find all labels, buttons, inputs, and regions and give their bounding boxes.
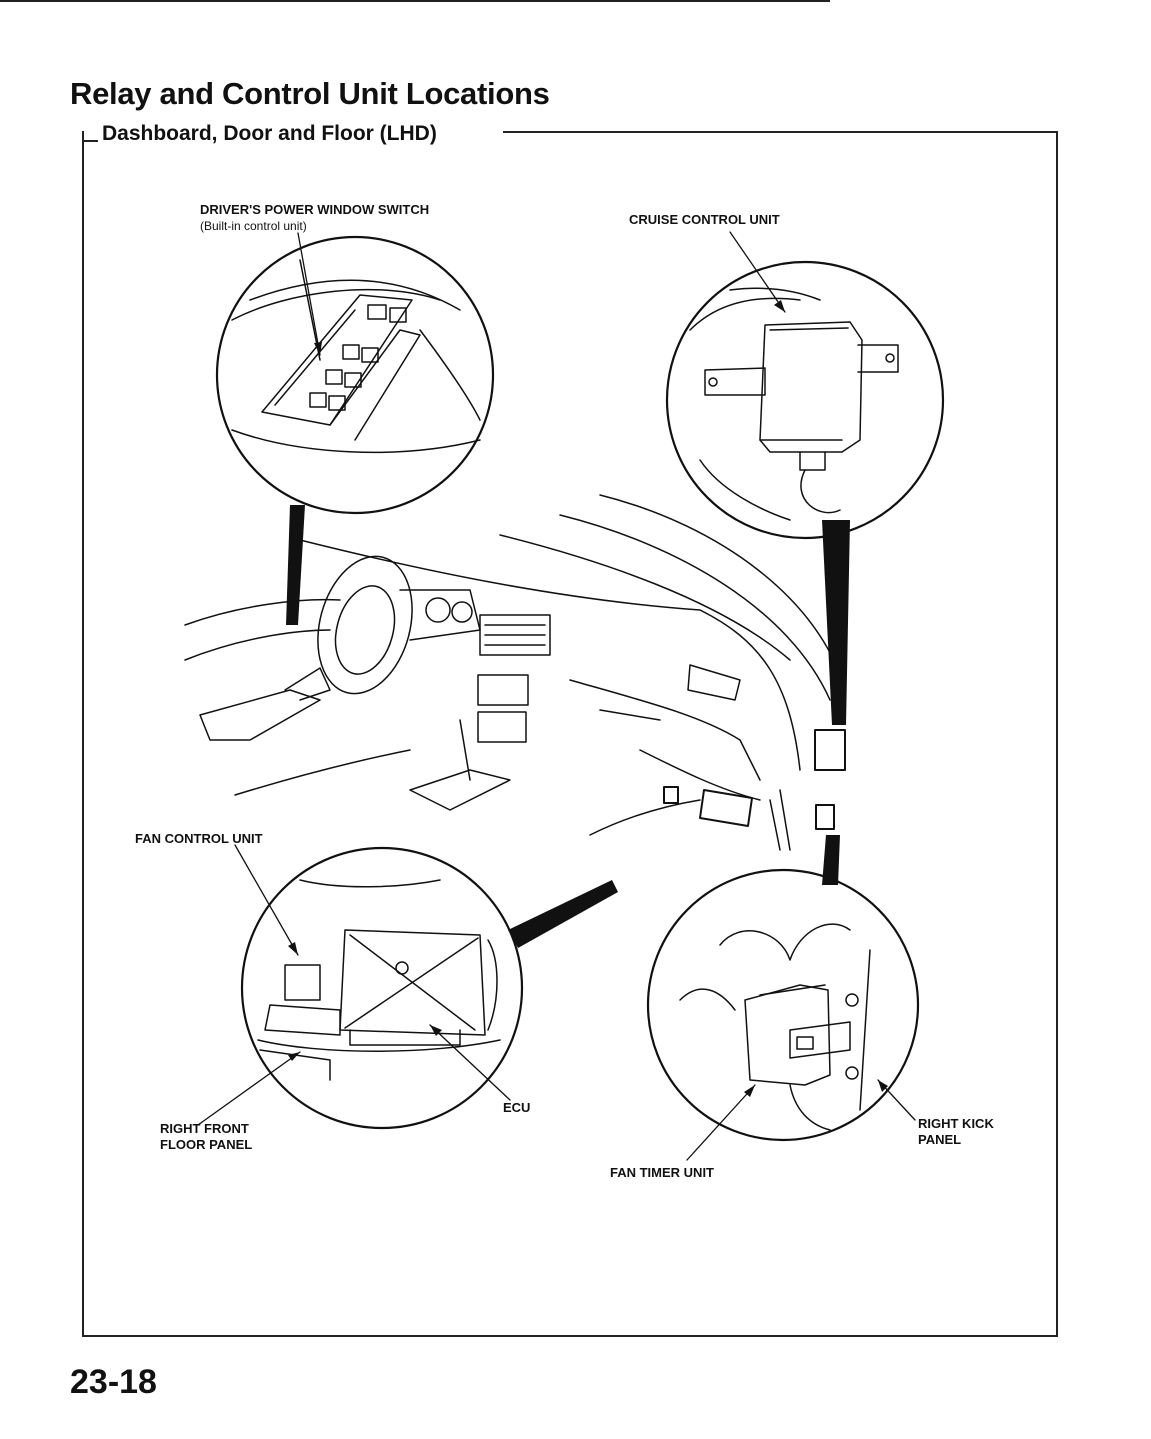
leader-lines — [197, 231, 916, 1161]
frame-top-right-rule — [503, 131, 1058, 133]
cruise-control-unit-detail — [665, 260, 945, 540]
right-front-floor-panel-label: RIGHT FRONT FLOOR PANEL — [160, 1121, 252, 1153]
fan-timer-unit-label: FAN TIMER UNIT — [610, 1165, 714, 1180]
page-number: 23-18 — [70, 1363, 157, 1401]
frame-top-left-rule — [82, 140, 98, 142]
right-front-floor-panel-line2: FLOOR PANEL — [160, 1137, 253, 1152]
fan-control-ecu-detail — [240, 846, 524, 1130]
diagram-frame — [82, 131, 1058, 1337]
right-kick-panel-line2: PANEL — [918, 1132, 962, 1147]
fan-timer-unit-detail — [646, 868, 920, 1142]
top-rule — [0, 0, 830, 2]
leader-arrowheads — [288, 300, 888, 1097]
ecu-label: ECU — [503, 1100, 531, 1115]
power-window-switch-detail — [215, 235, 495, 515]
dashboard-overview — [184, 494, 846, 851]
power-window-switch-label: DRIVER'S POWER WINDOW SWITCH (Built-in c… — [200, 202, 429, 234]
power-window-switch-subtitle: (Built-in control unit) — [200, 219, 307, 233]
fan-control-unit-label: FAN CONTROL UNIT — [135, 831, 263, 846]
callout-connectors — [286, 505, 850, 948]
page-title: Relay and Control Unit Locations — [70, 76, 550, 111]
right-front-floor-panel-line1: RIGHT FRONT — [160, 1121, 249, 1136]
right-kick-panel-label: RIGHT KICK PANEL — [918, 1116, 994, 1148]
right-kick-panel-line1: RIGHT KICK — [918, 1116, 994, 1131]
cruise-control-unit-label: CRUISE CONTROL UNIT — [629, 212, 780, 227]
section-title: Dashboard, Door and Floor (LHD) — [100, 122, 441, 146]
power-window-switch-title: DRIVER'S POWER WINDOW SWITCH — [200, 202, 430, 217]
